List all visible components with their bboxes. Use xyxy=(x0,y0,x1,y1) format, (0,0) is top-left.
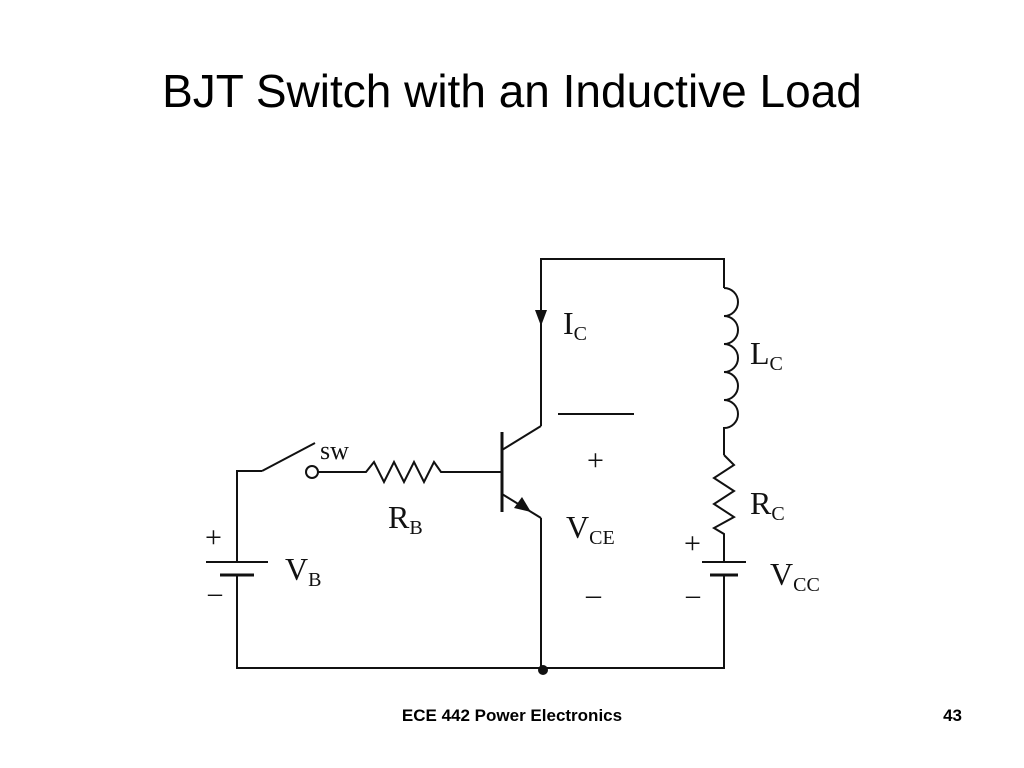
lc-label-sub: C xyxy=(770,353,783,375)
rc-label: RC xyxy=(750,485,785,525)
vb-label-sub: B xyxy=(308,569,321,591)
rb-label-sub: B xyxy=(409,517,422,539)
page-number: 43 xyxy=(943,706,962,725)
transistor-collector xyxy=(501,425,542,451)
lc-label: LC xyxy=(750,335,783,375)
inductor-lc xyxy=(723,287,739,455)
top-wire xyxy=(540,258,725,426)
rc-label-main: R xyxy=(750,485,772,521)
rb-label: RB xyxy=(388,499,423,539)
resistor-rb xyxy=(318,459,502,485)
slide-title: BJT Switch with an Inductive Load xyxy=(162,65,862,117)
vb-label-main: V xyxy=(285,551,308,587)
footer-course: ECE 442 Power Electronics xyxy=(401,706,623,725)
vcc-label-sub: CC xyxy=(793,574,820,596)
vcc-label: VCC xyxy=(770,556,820,596)
lc-label-main: L xyxy=(750,335,770,371)
ic-label: IC xyxy=(563,305,587,345)
vce-label: VCE xyxy=(566,509,615,549)
vb-label: VB xyxy=(285,551,321,591)
vce-plus: + xyxy=(587,444,604,477)
switch-blade xyxy=(261,442,316,472)
vcc-minus: – xyxy=(685,580,701,611)
ic-label-main: I xyxy=(563,305,574,341)
vb-plus: + xyxy=(205,521,222,554)
emitter-arrow xyxy=(514,497,531,512)
rc-label-sub: C xyxy=(771,503,784,525)
rb-label-main: R xyxy=(388,499,410,535)
right-wire xyxy=(236,575,725,669)
vce-label-sub: CE xyxy=(589,527,615,549)
ic-arrow xyxy=(535,310,547,326)
left-wire xyxy=(236,470,262,562)
vcc-label-main: V xyxy=(770,556,793,592)
ic-label-sub: C xyxy=(574,323,587,345)
ground-node xyxy=(538,665,548,675)
switch-label: sw xyxy=(320,436,349,465)
vcc-plus: + xyxy=(684,527,701,560)
vb-minus: – xyxy=(207,578,223,609)
vce-minus: – xyxy=(585,578,602,611)
switch-contact xyxy=(305,465,319,479)
vce-label-main: V xyxy=(566,509,589,545)
resistor-rc xyxy=(711,454,736,562)
